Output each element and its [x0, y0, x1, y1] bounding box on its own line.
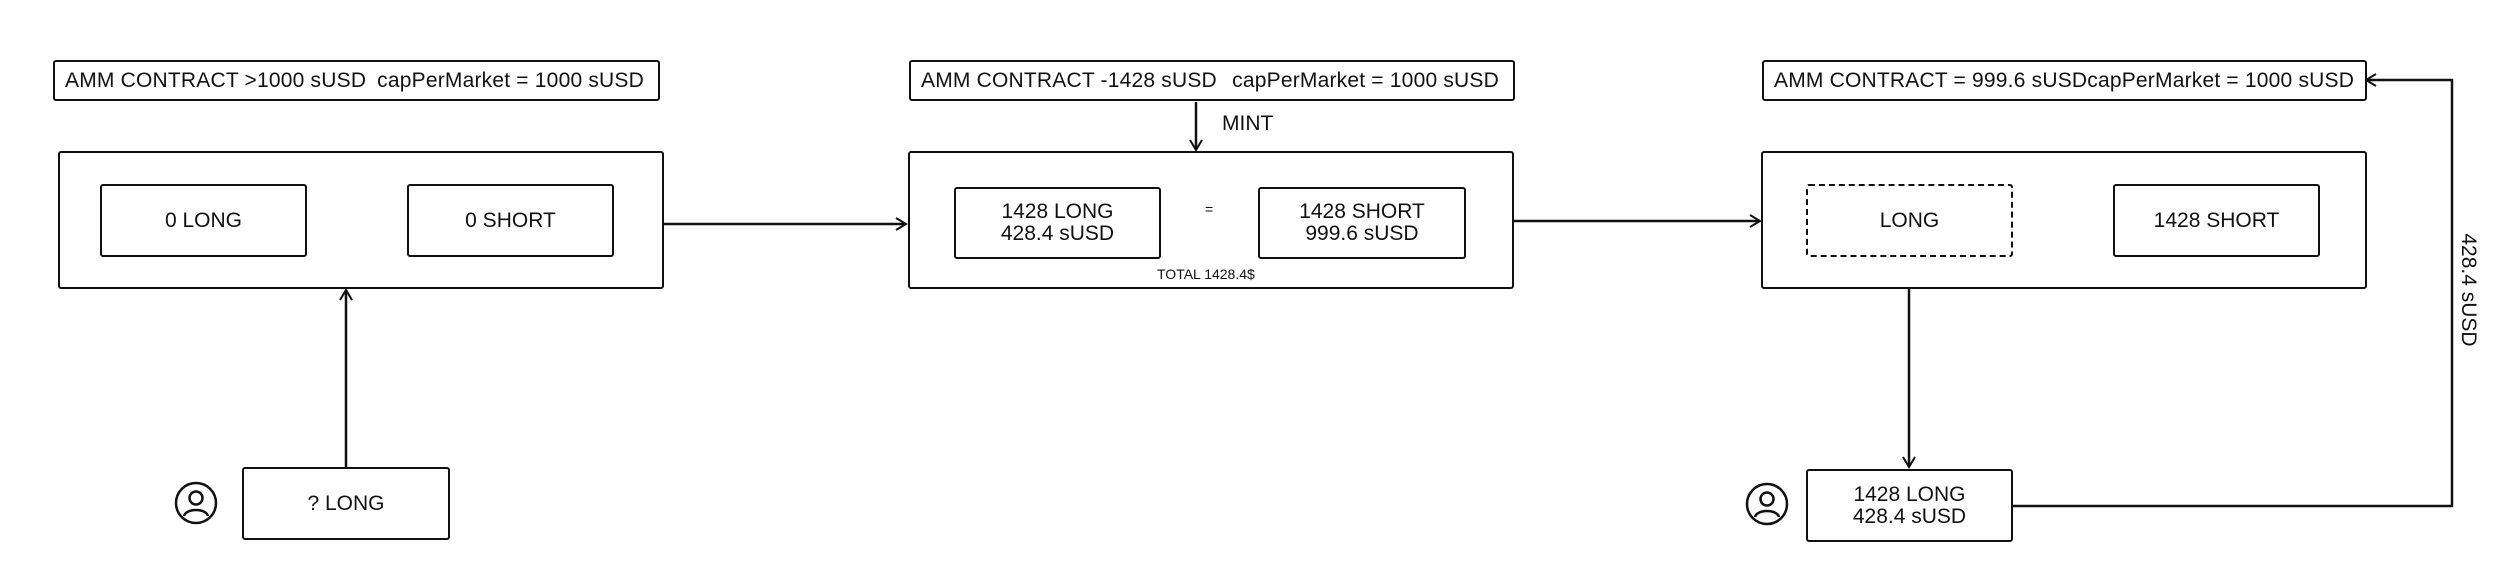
- user2-token-amount: 1428 LONG: [1853, 482, 1966, 506]
- panel2-long-value: 428.4 sUSD: [1000, 222, 1115, 245]
- panel3-contract-label: AMM CONTRACT = 999.6 sUSD: [1774, 68, 2088, 92]
- panel2-contract-bar: AMM CONTRACT -1428 sUSD capPerMarket = 1…: [909, 60, 1515, 101]
- equals-sign: =: [1205, 201, 1214, 217]
- return-amount-label: 428.4 sUSD: [2457, 233, 2480, 347]
- user2-token-value: 428.4 sUSD: [1852, 504, 1967, 528]
- user2-token: 1428 LONG 428.4 sUSD: [1806, 469, 2013, 542]
- panel1-short-label: 0 SHORT: [465, 208, 556, 232]
- panel2-cap-label: capPerMarket = 1000 sUSD: [1232, 68, 1499, 92]
- user1-token-label: ? LONG: [307, 491, 385, 515]
- arrow-return-loop: [2013, 73, 2454, 508]
- panel1-cap-label: capPerMarket = 1000 sUSD: [377, 68, 644, 92]
- panel1-long-token: 0 LONG: [100, 184, 307, 257]
- mint-label: MINT: [1222, 112, 1274, 135]
- panel3-contract-bar: AMM CONTRACT = 999.6 sUSD capPerMarket =…: [1762, 60, 2367, 101]
- panel2-total-label: TOTAL 1428.4$: [1157, 266, 1255, 282]
- user-icon: [1745, 482, 1789, 526]
- user-icon: [174, 481, 218, 525]
- panel1-contract-label: AMM CONTRACT >1000 sUSD: [65, 68, 367, 92]
- panel3-short-token: 1428 SHORT: [2113, 184, 2320, 257]
- panel3-short-label: 1428 SHORT: [2153, 208, 2280, 232]
- panel2-short-value: 999.6 sUSD: [1305, 222, 1419, 245]
- panel3-cap-label: capPerMarket = 1000 sUSD: [2087, 68, 2355, 92]
- panel3-long-token: LONG: [1806, 184, 2013, 257]
- panel2-short-token: 1428 SHORT 999.6 sUSD: [1258, 187, 1466, 259]
- panel2-long-token: 1428 LONG 428.4 sUSD: [954, 187, 1161, 259]
- panel2-long-amount: 1428 LONG: [1001, 200, 1114, 223]
- panel2-contract-label: AMM CONTRACT -1428 sUSD: [921, 68, 1217, 92]
- panel2-short-amount: 1428 SHORT: [1299, 200, 1425, 223]
- user1-token: ? LONG: [242, 467, 450, 540]
- panel1-contract-bar: AMM CONTRACT >1000 sUSD capPerMarket = 1…: [53, 60, 660, 101]
- panel3-long-label: LONG: [1879, 208, 1940, 232]
- panel1-long-label: 0 LONG: [164, 208, 243, 232]
- panel1-short-token: 0 SHORT: [407, 184, 614, 257]
